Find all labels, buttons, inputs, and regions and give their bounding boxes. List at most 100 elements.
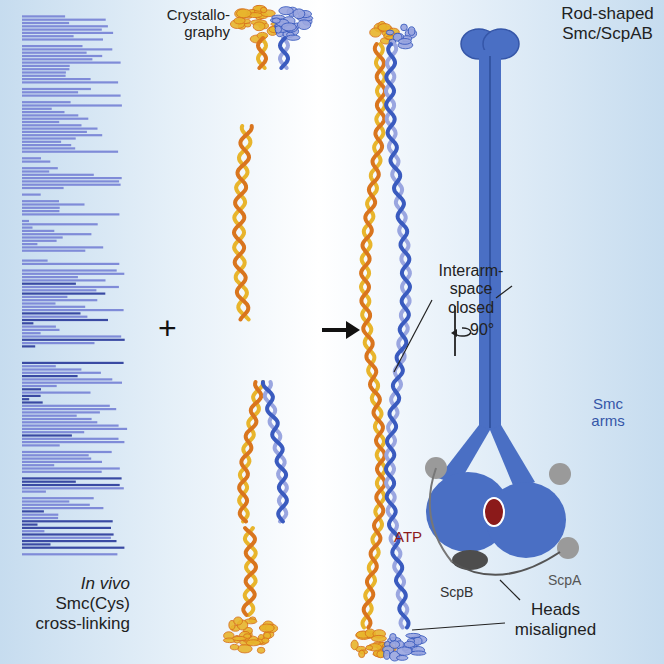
crosslink-bar (22, 121, 59, 123)
protein-domain (259, 624, 274, 632)
crosslink-bar (22, 458, 91, 460)
crosslink-bar (22, 464, 54, 466)
crosslink-bar (22, 71, 66, 73)
crosslink-bar (22, 91, 78, 93)
crosslink-bar (22, 55, 102, 57)
heading-label: Crystallo- graphy (155, 6, 230, 41)
rod-divider (489, 56, 491, 428)
crosslink-bar (22, 408, 116, 410)
protein-domain (253, 22, 265, 31)
crosslink-bar (22, 131, 87, 133)
crosslink-bar (22, 322, 33, 324)
protein-domain (282, 23, 297, 31)
protein-domain (384, 650, 390, 659)
crosslink-bar (22, 48, 112, 50)
rod-schematic (425, 29, 579, 575)
crosslink-bar-chart (22, 15, 127, 555)
protein-domain (406, 633, 421, 637)
protein-domain (390, 634, 397, 642)
crosslink-bar (22, 454, 89, 456)
arrow-shaft (322, 328, 348, 332)
method-label: Smc(Cys) cross-linking (12, 594, 130, 633)
crosslink-bar (22, 213, 119, 215)
crosslink-bar (22, 137, 76, 139)
crosslink-bar (22, 329, 60, 331)
crosslink-bar (22, 65, 70, 67)
crosslink-bar (22, 368, 81, 370)
crosslink-bar (22, 220, 29, 222)
leader-line (500, 580, 520, 600)
protein-domain (261, 7, 267, 12)
crosslink-bar (22, 111, 65, 113)
protein-domain (411, 651, 426, 655)
crosslink-bar (22, 35, 74, 37)
helix-strand (239, 382, 261, 522)
crosslink-bar (22, 537, 111, 539)
protein-domain (269, 26, 281, 33)
crosslink-bar (22, 283, 76, 285)
crosslink-bar (22, 207, 60, 209)
crosslink-bar (22, 395, 41, 397)
crosslink-bar (22, 385, 57, 387)
crosslink-bar (22, 187, 64, 189)
crosslink-bar (22, 461, 102, 463)
helix-strand (258, 38, 266, 68)
rotation-head (451, 329, 457, 337)
protein-domain (408, 27, 415, 36)
scpa-domain (557, 537, 579, 559)
part-label: ScpA (548, 572, 581, 588)
crosslink-bar (22, 517, 58, 519)
title-label: Rod-shaped Smc/ScpAB (555, 4, 660, 43)
leader-line (496, 286, 512, 298)
crosslink-bar (22, 45, 83, 47)
leader-line (394, 300, 432, 372)
crosslink-bar (22, 279, 106, 281)
crosslink-bar (22, 335, 121, 337)
protein-domain (397, 656, 408, 661)
crosslink-bar (22, 316, 87, 318)
helix-strand (280, 38, 288, 68)
crosslink-bar (22, 431, 84, 433)
crosslink-bar (22, 388, 41, 390)
crosslink-bar (22, 293, 105, 295)
crosslink-bar (22, 520, 113, 522)
crosslink-bar (22, 491, 46, 493)
crosslink-bar (22, 78, 91, 80)
leader-line (412, 623, 505, 630)
crosslink-bar (22, 240, 57, 242)
crosslink-bar (22, 81, 118, 83)
crosslink-bar (22, 88, 91, 90)
crosslink-bar (22, 246, 103, 248)
crosslink-bar (22, 372, 101, 374)
protein-domain (244, 634, 251, 639)
callout-label: Interarm- space closed (430, 262, 512, 317)
crosslink-bar (22, 481, 76, 483)
crosslink-bar (22, 306, 85, 308)
protein-domain (366, 645, 373, 650)
protein-domain (286, 35, 300, 40)
crosslink-bar (22, 401, 43, 403)
protein-domain (359, 650, 365, 657)
crosslink-bar (22, 233, 91, 235)
protein-domain (257, 647, 265, 653)
crosslink-bar (22, 471, 102, 473)
crosslink-bar (22, 174, 94, 176)
crosslink-bar (22, 29, 102, 31)
crosslink-bar (22, 510, 44, 512)
crosslink-bar (22, 319, 108, 321)
protein-domain (279, 7, 293, 15)
scpa-linker (452, 552, 560, 575)
crosslink-bar (22, 405, 110, 407)
crosslink-bar (22, 286, 119, 288)
crosslink-bar (22, 467, 120, 469)
crosslink-bar (22, 438, 119, 440)
crosslink-bar (22, 553, 117, 555)
crosslink-bar (22, 269, 117, 271)
crosslink-bar (22, 362, 124, 364)
crosslink-bar (22, 236, 63, 238)
helix-strand (361, 44, 385, 628)
coiled-coil-structures (223, 5, 426, 661)
rotation-arc (455, 328, 471, 336)
crosslink-bar (22, 530, 44, 532)
